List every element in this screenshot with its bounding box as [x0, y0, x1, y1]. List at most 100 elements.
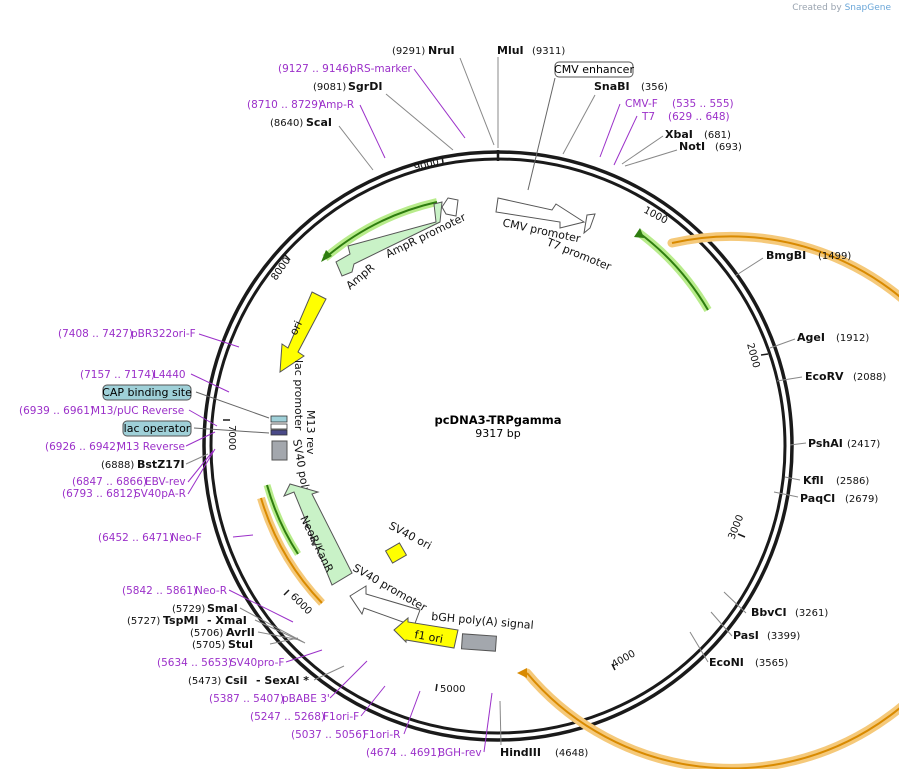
enzyme-snabi: SnaBI [594, 80, 630, 93]
green-cds-arc-right [637, 231, 709, 311]
bgh-polya-box [460, 633, 497, 652]
enzyme-bstz17i: BstZ17I [137, 458, 185, 471]
enzyme-pos-pasi: (3399) [767, 631, 800, 642]
enzyme-hindiii: HindIII [500, 746, 541, 759]
enzyme-nrui: NruI [428, 44, 455, 57]
enzyme-kfli: KflI [803, 474, 824, 487]
enzyme-pos-sgrdi: (9081) [313, 82, 346, 93]
primer-l4440: L4440 [153, 369, 186, 381]
enzyme-mlui: MluI [497, 44, 524, 57]
enzyme-pos-ecorv: (2088) [853, 372, 886, 383]
cmv-enhancer-label: CMV enhancer [554, 63, 634, 76]
enzyme-bmgbi: BmgBI [766, 249, 806, 262]
green-cds-arc-left [266, 484, 299, 555]
enzyme-pos-bmgbi: (1499) [818, 251, 851, 262]
enzyme-xbai: XbaI [665, 128, 693, 141]
enzyme-pos-smai: (5729) [172, 604, 205, 615]
tick-label-2000: 2000 [744, 342, 761, 369]
primer-range-cmv-f: (535 .. 555) [672, 98, 734, 110]
ori-arrow [279, 291, 327, 373]
primer-range-l4440: (7157 .. 7174) [80, 369, 155, 381]
primer-range-pbabe-3: (5387 .. 5407) [209, 693, 284, 705]
trp-cds-halo [522, 231, 899, 769]
primer-range-pbr322ori-f: (7408 .. 7427) [58, 328, 133, 340]
primer-range-f1ori-f: (5247 .. 5268) [250, 711, 325, 723]
enzyme-scai: ScaI [306, 116, 332, 129]
m13-rev-label: M13 rev [304, 410, 317, 455]
primer-sv40pro-f: SV40pro-F [230, 657, 284, 669]
primer-pbr322ori-f: pBR322ori-F [131, 328, 196, 340]
enzyme-bbvci: BbvCI [751, 606, 787, 619]
primer-range-neo-f: (6452 .. 6471) [98, 532, 173, 544]
lac-promoter-mark [270, 423, 288, 430]
enzyme-stui: StuI [228, 638, 253, 651]
enzyme-pos-hindiii: (4648) [555, 748, 588, 759]
enzyme-pos-stui: (5705) [192, 640, 225, 651]
primer-neo-r: Neo-R [195, 585, 227, 597]
tick-label-7000: 7000 [226, 425, 237, 450]
enzyme-pos-econi: (3565) [755, 658, 788, 669]
primer-range-sv40pa-r: (6793 .. 6812) [62, 488, 137, 500]
primer-range-amp-r: (8710 .. 8729) [247, 99, 322, 111]
ori-label: ori [287, 319, 305, 338]
ampr-outer-arrowhead [321, 250, 332, 262]
primer-m13-puc-reverse: M13/pUC Reverse [91, 405, 184, 417]
tick-label-1000: 1000 [642, 205, 670, 227]
plasmid-name: pcDNA3-TRPgamma [434, 413, 561, 427]
green-cds-arrowhead-right [634, 228, 644, 238]
enzyme-pasi: PasI [733, 629, 759, 642]
f1-ori-label: f1 ori [413, 628, 444, 646]
primer-prs-marker: pRS-marker [350, 63, 413, 75]
primer-t7: T7 [641, 111, 655, 123]
enzyme-pos-avrii: (5706) [190, 628, 223, 639]
primer-range-t7: (629 .. 648) [668, 111, 730, 123]
tick-label-5000: 5000 [440, 684, 465, 695]
enzyme-pos-snabi: (356) [641, 82, 668, 93]
enzyme-sexai: - SexAI * [256, 674, 309, 687]
ampr-promoter-arrow [441, 197, 459, 217]
cap-site-mark [270, 415, 288, 423]
enzyme-pos-csii: (5473) [188, 676, 221, 687]
enzyme-leaders [185, 57, 807, 746]
trp-cds-arc [526, 235, 899, 769]
primer-range-prs-marker: (9127 .. 9146) [278, 63, 353, 75]
primer-cmv-f: CMV-F [625, 98, 658, 110]
primer-f1ori-r: F1ori-R [363, 729, 400, 741]
t7-promoter-arrow [583, 213, 596, 235]
enzyme-pos-tspmi: (5727) [127, 616, 160, 627]
cmv-promoter-arrow [495, 197, 586, 229]
enzyme-pos-scai: (8640) [270, 118, 303, 129]
primer-range-m13-reverse: (6926 .. 6942) [45, 441, 120, 453]
primer-neo-f: Neo-F [171, 532, 202, 544]
snapgene-logo: SnapGene [844, 3, 891, 13]
sv40-promoter-arrow [349, 585, 421, 627]
cap-site-box [102, 384, 192, 401]
tick-marks [223, 155, 769, 692]
primer-range-sv40pro-f: (5634 .. 5653) [157, 657, 232, 669]
tick-label-9000: 9000 [413, 157, 440, 174]
enzyme-pos-bstz17i: (6888) [101, 460, 134, 471]
primer-leaders [185, 68, 638, 753]
enzyme-noti: NotI [679, 140, 705, 153]
sv40-polya-box [271, 440, 288, 461]
enzyme-econi: EcoNI [709, 656, 744, 669]
neor-arrow [282, 483, 353, 586]
primer-amp-r: Amp-R [319, 99, 354, 111]
enzyme-agei: AgeI [797, 331, 825, 344]
primer-range-neo-r: (5842 .. 5861) [122, 585, 197, 597]
enzyme-pshai: PshAI [808, 437, 843, 450]
orange-cds-arc-left [260, 497, 323, 604]
enzyme-csii: CsiI [225, 674, 247, 687]
plasmid-size: 9317 bp [475, 427, 520, 440]
primer-f1ori-f: F1ori-F [323, 711, 359, 723]
lac-operator-mark [270, 429, 288, 436]
trp-cds-arrowhead [517, 668, 527, 678]
primer-range-f1ori-r: (5037 .. 5056) [291, 729, 366, 741]
enzyme-pos-xbai: (681) [704, 130, 731, 141]
primer-bgh-rev: BGH-rev [438, 747, 482, 759]
lac-operator-box [122, 420, 192, 437]
enzyme-xmai: - XmaI [207, 614, 247, 627]
primer-ebv-rev: EBV-rev [145, 476, 186, 488]
credit-prefix: Created by [792, 3, 842, 13]
